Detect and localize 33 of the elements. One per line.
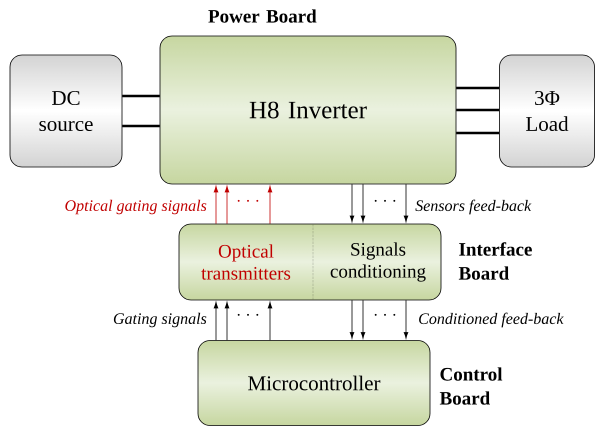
block-box: 3Φ Load xyxy=(499,54,595,168)
interface-box: Optical transmitters Signals conditioning xyxy=(178,224,442,300)
board-box: H8 Inverter xyxy=(160,36,456,184)
connection-line xyxy=(456,86,500,90)
connection-line xyxy=(456,132,500,134)
arrow xyxy=(360,184,366,222)
arrow xyxy=(404,184,408,222)
connection-line xyxy=(122,94,160,98)
connection-line xyxy=(122,124,160,128)
board-title: Power Board xyxy=(208,9,316,23)
arrow xyxy=(360,300,366,339)
arrow xyxy=(224,302,230,340)
signal-label: Sensors feed-back xyxy=(415,200,532,214)
arrow xyxy=(350,300,354,339)
arrow xyxy=(404,300,408,339)
ellipsis: · · · xyxy=(238,200,258,202)
board-title: Control Board xyxy=(440,367,502,405)
arrow xyxy=(224,186,230,224)
ellipsis: · · · xyxy=(374,314,396,316)
arrow xyxy=(214,186,218,224)
ellipsis: · · · xyxy=(374,200,396,202)
ellipsis: · · · xyxy=(238,314,258,316)
signal-label: Gating signals xyxy=(114,312,206,328)
arrow xyxy=(214,302,218,340)
arrow xyxy=(268,302,272,340)
signal-label: Conditioned feed-back xyxy=(419,312,564,328)
board-title: Interface Board xyxy=(458,242,532,280)
signal-label: Optical gating signals xyxy=(65,200,206,214)
connection-line xyxy=(456,108,500,112)
arrow xyxy=(268,186,272,224)
block-box: DC source xyxy=(10,54,122,168)
arrow xyxy=(350,184,354,222)
board-box: Microcontroller xyxy=(198,340,430,426)
